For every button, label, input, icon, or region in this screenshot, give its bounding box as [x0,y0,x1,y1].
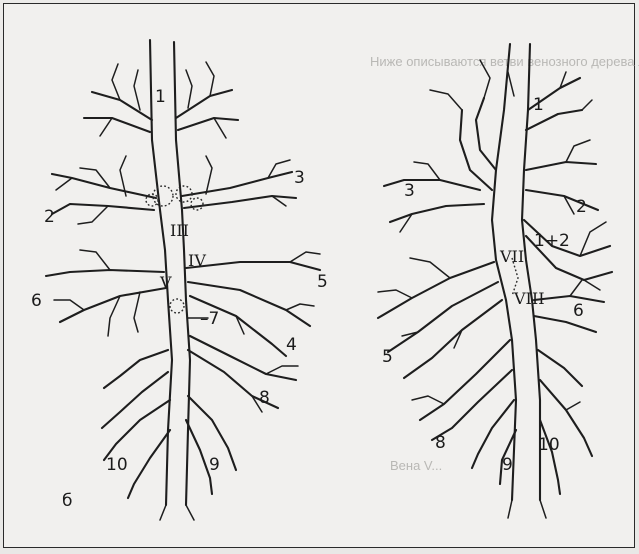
left-label-8: 8 [259,388,270,408]
right-label-5: 5 [382,347,393,367]
bleed-text-line2: Вена V... [390,458,442,473]
left-vein-label-iii: III [170,221,189,240]
right-label-9: 9 [502,455,513,475]
bleed-text-line1: Ниже описываются ветви венозного дерева … [370,54,639,69]
left-label-7-num: 7 [209,309,220,329]
left-label-1: 1 [155,87,166,107]
left-label-9: 9 [209,455,220,475]
left-label-10: 10 [106,455,128,475]
left-label-5: 5 [317,272,328,292]
left-vein-tree [46,40,320,520]
right-vein-label-vii: VII [499,247,524,266]
right-label-1-plus-2: 1+2 [534,231,570,251]
left-label-7: –7 [200,309,219,329]
left-label-3: 3 [294,168,305,188]
left-label-6: 6 [31,291,42,311]
left-label-2: 2 [44,207,55,227]
right-label-8: 8 [435,433,446,453]
right-label-3: 3 [404,181,415,201]
right-label-2: 2 [576,197,587,217]
left-vein-label-v: V [159,273,172,292]
left-vein-label-iv: IV [188,251,206,270]
right-vein-label-viii: VIII [513,289,545,308]
left-label-4: 4 [286,335,297,355]
right-label-1: 1 [533,95,544,115]
right-label-10: 10 [538,435,560,455]
right-label-6: 6 [573,301,584,321]
panel-letter: б [62,491,72,511]
right-vein-tree [378,44,612,518]
